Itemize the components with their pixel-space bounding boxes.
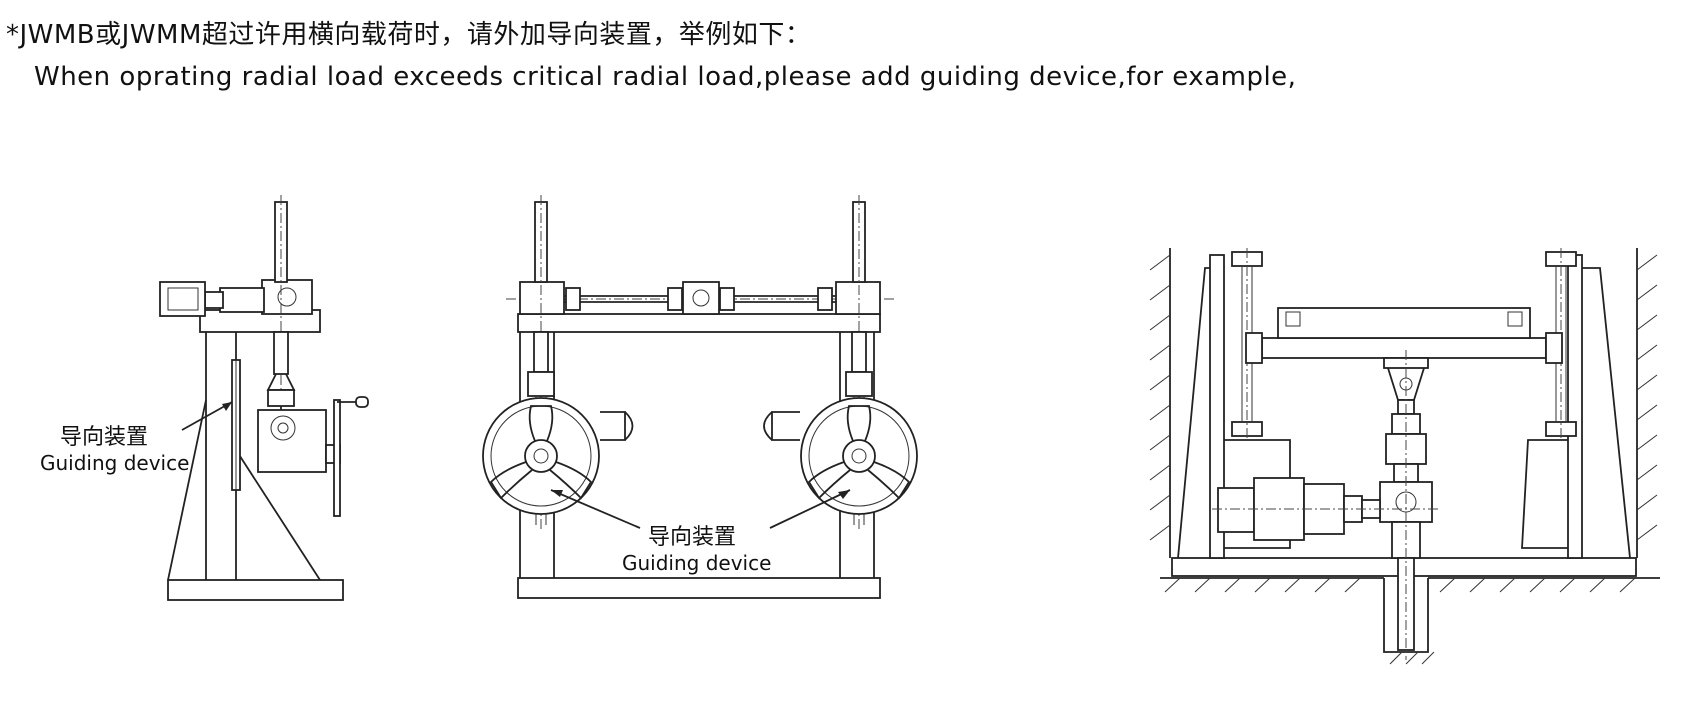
figure-side-view: 导向装置 Guiding device bbox=[40, 195, 369, 601]
note-chinese: *JWMB或JWMM超过许用横向载荷时，请外加导向装置，举例如下： bbox=[6, 20, 812, 50]
figure-pit-installation bbox=[1149, 248, 1660, 665]
figure-2-label-cn: 导向装置 bbox=[648, 525, 736, 550]
figure-1-label-cn: 导向装置 bbox=[60, 425, 148, 450]
figure-front-view: 导向装置 Guiding device bbox=[482, 195, 918, 599]
note-english: When oprating radial load exceeds critic… bbox=[34, 62, 1297, 92]
figure-1-label-en: Guiding device bbox=[40, 451, 189, 475]
figure-2-label-en: Guiding device bbox=[622, 551, 771, 575]
